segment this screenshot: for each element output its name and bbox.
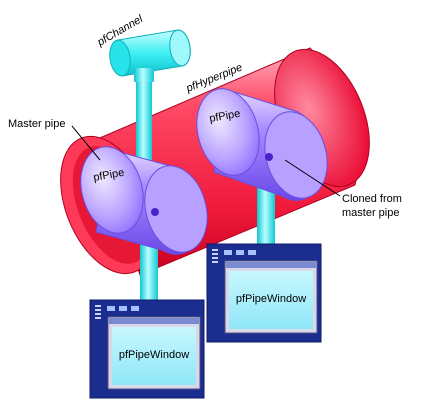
pfpipe-clone-label: pfPipe	[208, 108, 241, 125]
master-pipe-label: Master pipe	[8, 118, 65, 130]
pfpipewindow-right-label: pfPipeWindow	[236, 293, 306, 305]
master-pfpipe-cylinder	[80, 146, 208, 255]
pfpipewindow-right: pfPipeWindow	[206, 243, 322, 343]
pfchannel-cylinder	[109, 29, 191, 82]
pfpipewindow-left: pfPipeWindow	[89, 299, 205, 399]
cloned-from-label-line1: Cloned from	[342, 193, 402, 205]
cloned-from-label-line2: master pipe	[342, 207, 399, 219]
pfpipe-master-label: pfPipe	[92, 167, 125, 184]
pfpipewindow-left-label: pfPipeWindow	[119, 349, 189, 361]
cloned-pfpipe-cylinder	[196, 88, 328, 201]
leader-lines	[71, 125, 341, 197]
